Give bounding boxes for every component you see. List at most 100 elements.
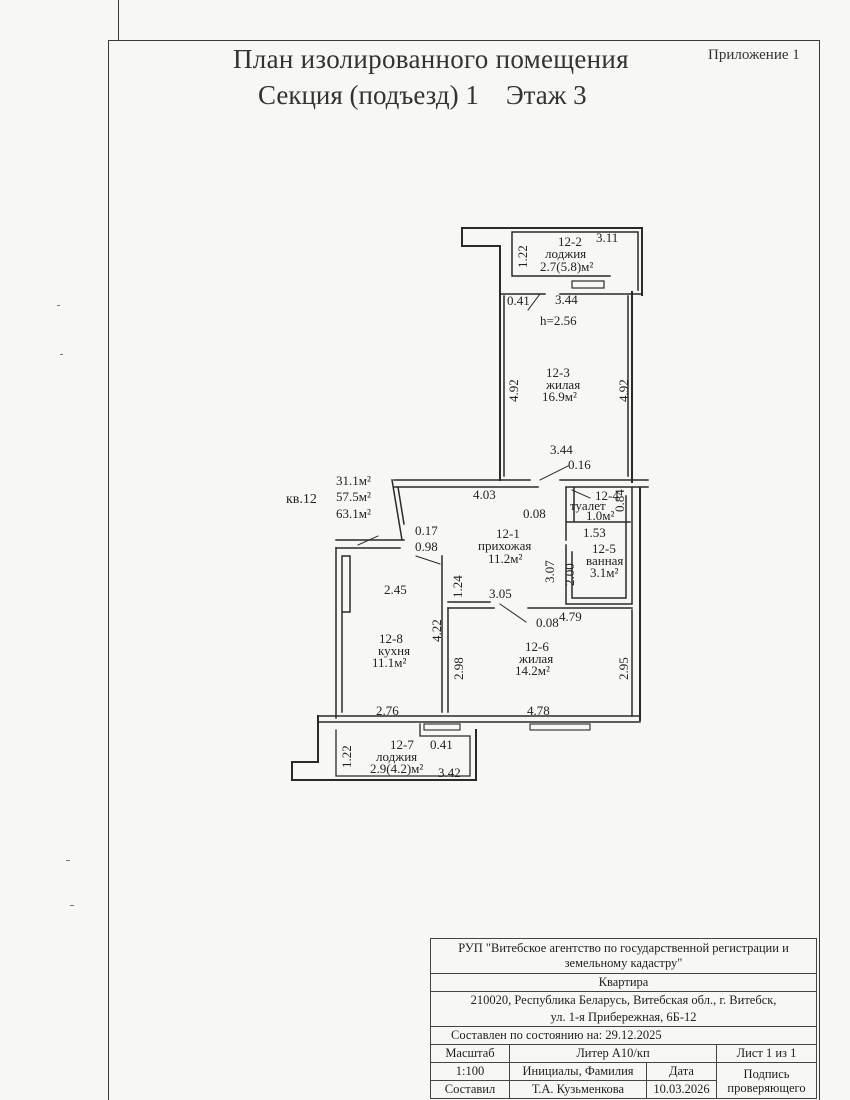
loggia-bottom-inner: [335, 723, 471, 777]
margin-mark: [57, 305, 60, 306]
stamp-scale-label: Масштаб: [430, 1044, 510, 1063]
dim-0-08-a: 0.08: [523, 506, 546, 521]
frame-right-line: [819, 40, 820, 1100]
dim-3-05: 3.05: [489, 586, 512, 601]
room-12-7-area: 2.9(4.2)м²: [370, 761, 423, 776]
area-with-loggias: 63.1м²: [336, 506, 371, 521]
area-total: 57.5м²: [336, 489, 371, 504]
frame-top-line: [108, 40, 820, 41]
room-12-5-name: ванная: [586, 553, 623, 568]
toilet-walls: [565, 487, 631, 541]
room-12-4-id: 12-4: [595, 488, 619, 503]
stamp-composed-date: 10.03.2026: [646, 1080, 717, 1099]
frame-left-line: [108, 40, 109, 1100]
stamp-initials-label: Инициалы, Фамилия: [509, 1062, 647, 1081]
corridor-left-wall: [391, 479, 405, 541]
dim-0-98: 0.98: [415, 539, 438, 554]
stamp-address-line2: ул. 1-я Прибережная, 6Б-12: [429, 1009, 818, 1027]
appendix-label: Приложение 1: [708, 47, 800, 63]
dim-0-41-top: 0.41: [507, 293, 530, 308]
room-12-6-area: 14.2м²: [515, 663, 550, 678]
corridor-to-kitchen-wall: [335, 539, 405, 549]
dim-4-03: 4.03: [473, 487, 496, 502]
room-12-1-name: прихожая: [478, 538, 531, 553]
stamp-org: РУП "Витебское агентство по государствен…: [429, 938, 818, 974]
margin-mark: [70, 905, 74, 906]
dim-2-95: 2.95: [616, 657, 631, 680]
room-12-7-id: 12-7: [390, 737, 414, 752]
loggia-top-outline: [461, 227, 643, 296]
dim-1-53: 1.53: [583, 525, 606, 540]
stamp-scale-value: 1:100: [430, 1062, 510, 1081]
left-corridor-stub: [357, 535, 379, 546]
dim-4-92-right: 4.92: [616, 379, 631, 402]
dim-2-76: 2.76: [376, 703, 399, 718]
loggia-top-window: [571, 280, 605, 289]
loggia-top-inner: [511, 231, 639, 291]
stamp-liter: Литер А10/кп: [509, 1044, 717, 1063]
dim-3-42: 3.42: [438, 765, 461, 780]
apartment-label: кв.12: [286, 492, 317, 507]
stamp-date-label: Дата: [646, 1062, 717, 1081]
margin-mark: [66, 860, 70, 861]
room-12-2-id: 12-2: [558, 234, 582, 249]
margin-mark: [60, 354, 63, 355]
kitchen-walls: [335, 547, 449, 719]
room-12-5-id: 12-5: [592, 541, 616, 556]
plan-title: План изолированного помещения: [233, 44, 629, 74]
dim-3-07: 3.07: [542, 560, 557, 583]
room-12-6-id: 12-6: [525, 639, 549, 654]
dim-0-17: 0.17: [415, 523, 438, 538]
bottom-window-1: [423, 723, 461, 731]
title-block: РУП "Витебское агентство по государствен…: [429, 938, 818, 1099]
kitchen-door: [415, 555, 441, 565]
dim-3-44-mid: 3.44: [550, 442, 573, 457]
dim-1-24: 1.24: [450, 575, 465, 598]
door-12-3-to-balcony: [527, 293, 541, 311]
room-12-3-walls-inner: [499, 293, 643, 477]
stamp-object: Квартира: [429, 973, 818, 992]
room-12-1-id: 12-1: [496, 526, 520, 541]
room-12-1-area: 11.2м²: [488, 551, 522, 566]
stamp-composer: Т.А. Кузьменкова: [509, 1080, 647, 1099]
room-12-3-name: жилая: [545, 377, 580, 392]
toilet-door: [571, 489, 591, 499]
dim-3-44-top: 3.44: [555, 292, 578, 307]
dim-4-79: 4.79: [559, 609, 582, 624]
dim-4-92-left: 4.92: [506, 379, 521, 402]
area-living: 31.1м²: [336, 473, 371, 488]
bottom-wall: [317, 715, 641, 723]
frame-left-line-outer: [118, 0, 119, 40]
dim-4-22: 4.22: [429, 619, 444, 642]
room-12-2-area: 2.7(5.8)м²: [540, 259, 593, 274]
dim-0-41-bottom: 0.41: [430, 737, 453, 752]
dim-0-84: 0.84: [612, 489, 627, 512]
dim-2-00: 2.00: [562, 563, 577, 586]
room-12-3-area: 16.9м²: [542, 389, 577, 404]
room-12-8-name: кухня: [378, 643, 410, 658]
dim-1-22-top: 1.22: [515, 245, 530, 268]
door-12-6: [499, 603, 527, 623]
dim-1-22-bottom: 1.22: [339, 745, 354, 768]
dim-0-08-b: 0.08: [536, 615, 559, 630]
room-12-8-id: 12-8: [379, 631, 403, 646]
bottom-window-2: [529, 723, 591, 731]
room-12-3-walls: [499, 289, 633, 483]
corridor-top-wall: [393, 479, 649, 488]
room-12-6-top-wall: [447, 601, 633, 609]
loggia-bottom-outline: [291, 715, 477, 781]
room-12-3-id: 12-3: [546, 365, 570, 380]
ceiling-height: h=2.56: [540, 313, 577, 328]
dim-2-45: 2.45: [384, 582, 407, 597]
dim-3-11: 3.11: [596, 230, 618, 245]
bath-walls: [565, 487, 633, 605]
stamp-state-date: Составлен по состоянию на: 29.12.2025: [429, 1026, 818, 1045]
stamp-sign-label: Подпись проверяющего: [715, 1062, 818, 1099]
room-12-2-name: лоджия: [545, 246, 586, 261]
dim-4-78: 4.78: [527, 703, 550, 718]
dim-2-98: 2.98: [451, 657, 466, 680]
room-12-7-name: лоджия: [376, 749, 417, 764]
room-12-5-area: 3.1м²: [590, 565, 618, 580]
room-12-4-area: 1.0м²: [586, 508, 614, 523]
